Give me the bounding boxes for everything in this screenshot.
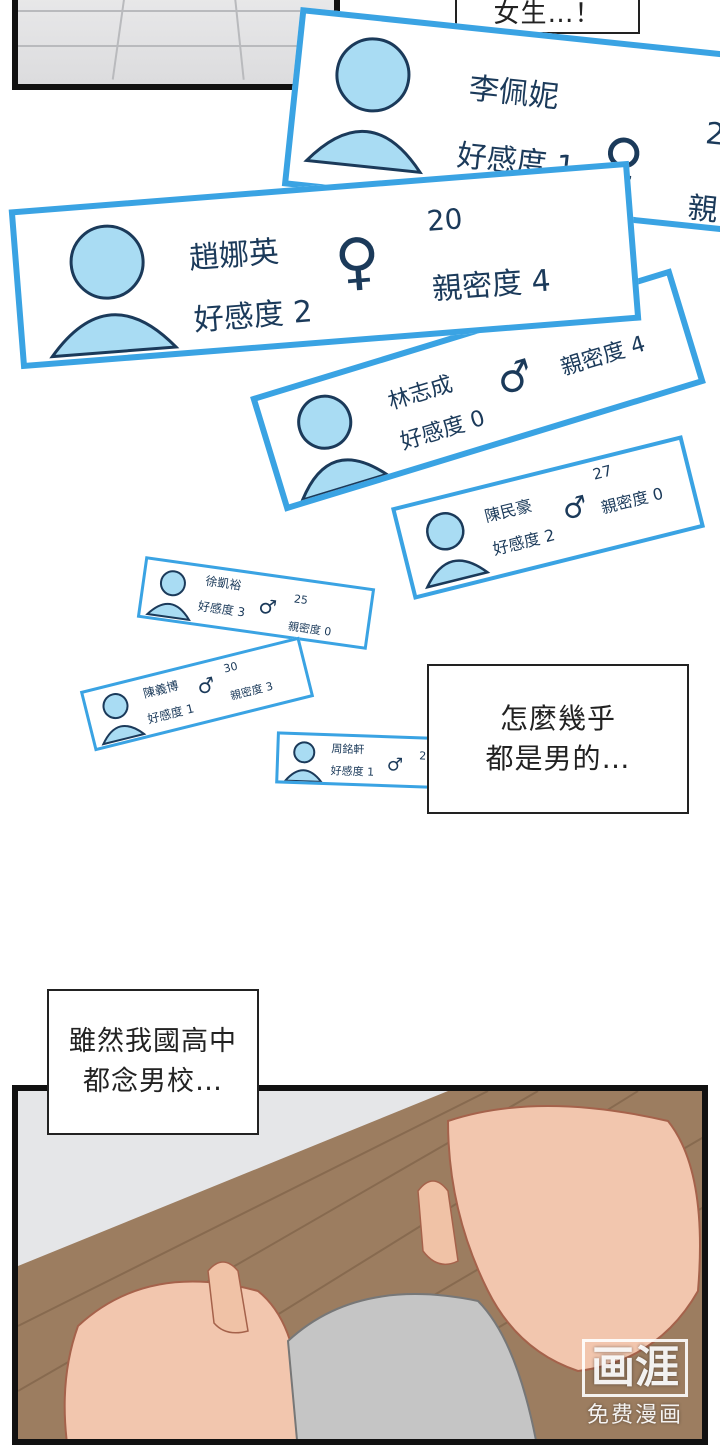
male-icon: ♂ (194, 671, 218, 700)
card-name: 李佩妮 (467, 71, 561, 116)
female-icon: ♀ (331, 222, 383, 300)
floor-line (18, 10, 334, 12)
male-icon: ♂ (386, 754, 404, 776)
profile-card: 徐凱裕 好感度 3 ♂ 25 親密度 0 (136, 556, 376, 650)
card-age: 20 (425, 202, 464, 238)
card-age: 27 (590, 461, 614, 484)
speech-text: 怎麼幾乎 (499, 702, 616, 735)
profile-card: 李佩妮 好感度 1 ♀ 2 親 (281, 6, 720, 234)
card-affection: 好感度 2 (192, 294, 314, 339)
card-age: 2 (418, 749, 427, 763)
card-name: 趙娜英 (187, 234, 281, 277)
card-name: 周銘軒 (331, 742, 365, 757)
top-panel (12, 0, 340, 90)
avatar-icon (145, 570, 191, 622)
floor-line (18, 45, 334, 47)
speech-text: 女生…！ (493, 0, 602, 29)
card-affection: 好感度 3 (197, 599, 246, 620)
card-affection: 好感度 1 (146, 701, 196, 727)
male-icon: ♂ (257, 593, 279, 620)
card-intimacy: 親 (685, 190, 720, 229)
profile-card: 陳義博 好感度 1 ♂ 30 親密度 3 (79, 636, 315, 752)
illustration (18, 1091, 702, 1439)
card-age: 25 (293, 592, 309, 608)
card-intimacy: 親密度 0 (287, 619, 333, 639)
speech-text: 都是男的… (485, 742, 631, 775)
card-age: 2 (703, 116, 720, 153)
watermark-caption: 免费漫画 (586, 1403, 683, 1428)
card-name: 林志成 (385, 371, 456, 416)
card-name: 徐凱裕 (204, 573, 243, 593)
profile-card: 陳民豪 好感度 2 ♂ 27 親密度 0 (390, 435, 706, 600)
male-icon: ♂ (491, 350, 539, 405)
speech-bubble-bottom: 雖然我國高中 都念男校… (47, 989, 259, 1135)
avatar-icon (283, 741, 324, 784)
watermark-logo: 画涯 (582, 1339, 688, 1397)
avatar-icon (101, 693, 147, 746)
card-affection: 好感度 2 (490, 525, 557, 559)
bottom-panel: 画涯 免费漫画 (12, 1085, 708, 1445)
avatar-icon (425, 512, 491, 590)
avatar-icon (297, 394, 391, 503)
card-age: 30 (222, 659, 239, 676)
card-name: 陳民豪 (482, 495, 534, 526)
profile-card: 趙娜英 好感度 2 ♀ 20 親密度 4 (8, 160, 642, 370)
speech-text: 雖然我國高中 (69, 1026, 237, 1057)
card-intimacy: 親密度 0 (599, 483, 666, 518)
card-intimacy: 親密度 4 (557, 331, 649, 382)
card-name: 陳義博 (141, 678, 181, 701)
watermark: 画涯 免费漫画 (582, 1339, 688, 1429)
card-intimacy: 親密度 4 (430, 263, 552, 308)
profile-card: 林志成 好感度 0 ♂ 親密度 4 (250, 268, 706, 512)
avatar-icon (303, 37, 423, 175)
card-intimacy: 親密度 3 (229, 679, 275, 703)
profile-card: 周銘軒 好感度 1 ♂ 2 (275, 731, 487, 791)
card-affection: 好感度 1 (330, 764, 375, 779)
speech-bubble-middle: 怎麼幾乎 都是男的… (427, 664, 689, 814)
speech-text: 都念男校… (83, 1066, 223, 1097)
male-icon: ♂ (558, 488, 592, 527)
avatar-icon (49, 224, 180, 359)
